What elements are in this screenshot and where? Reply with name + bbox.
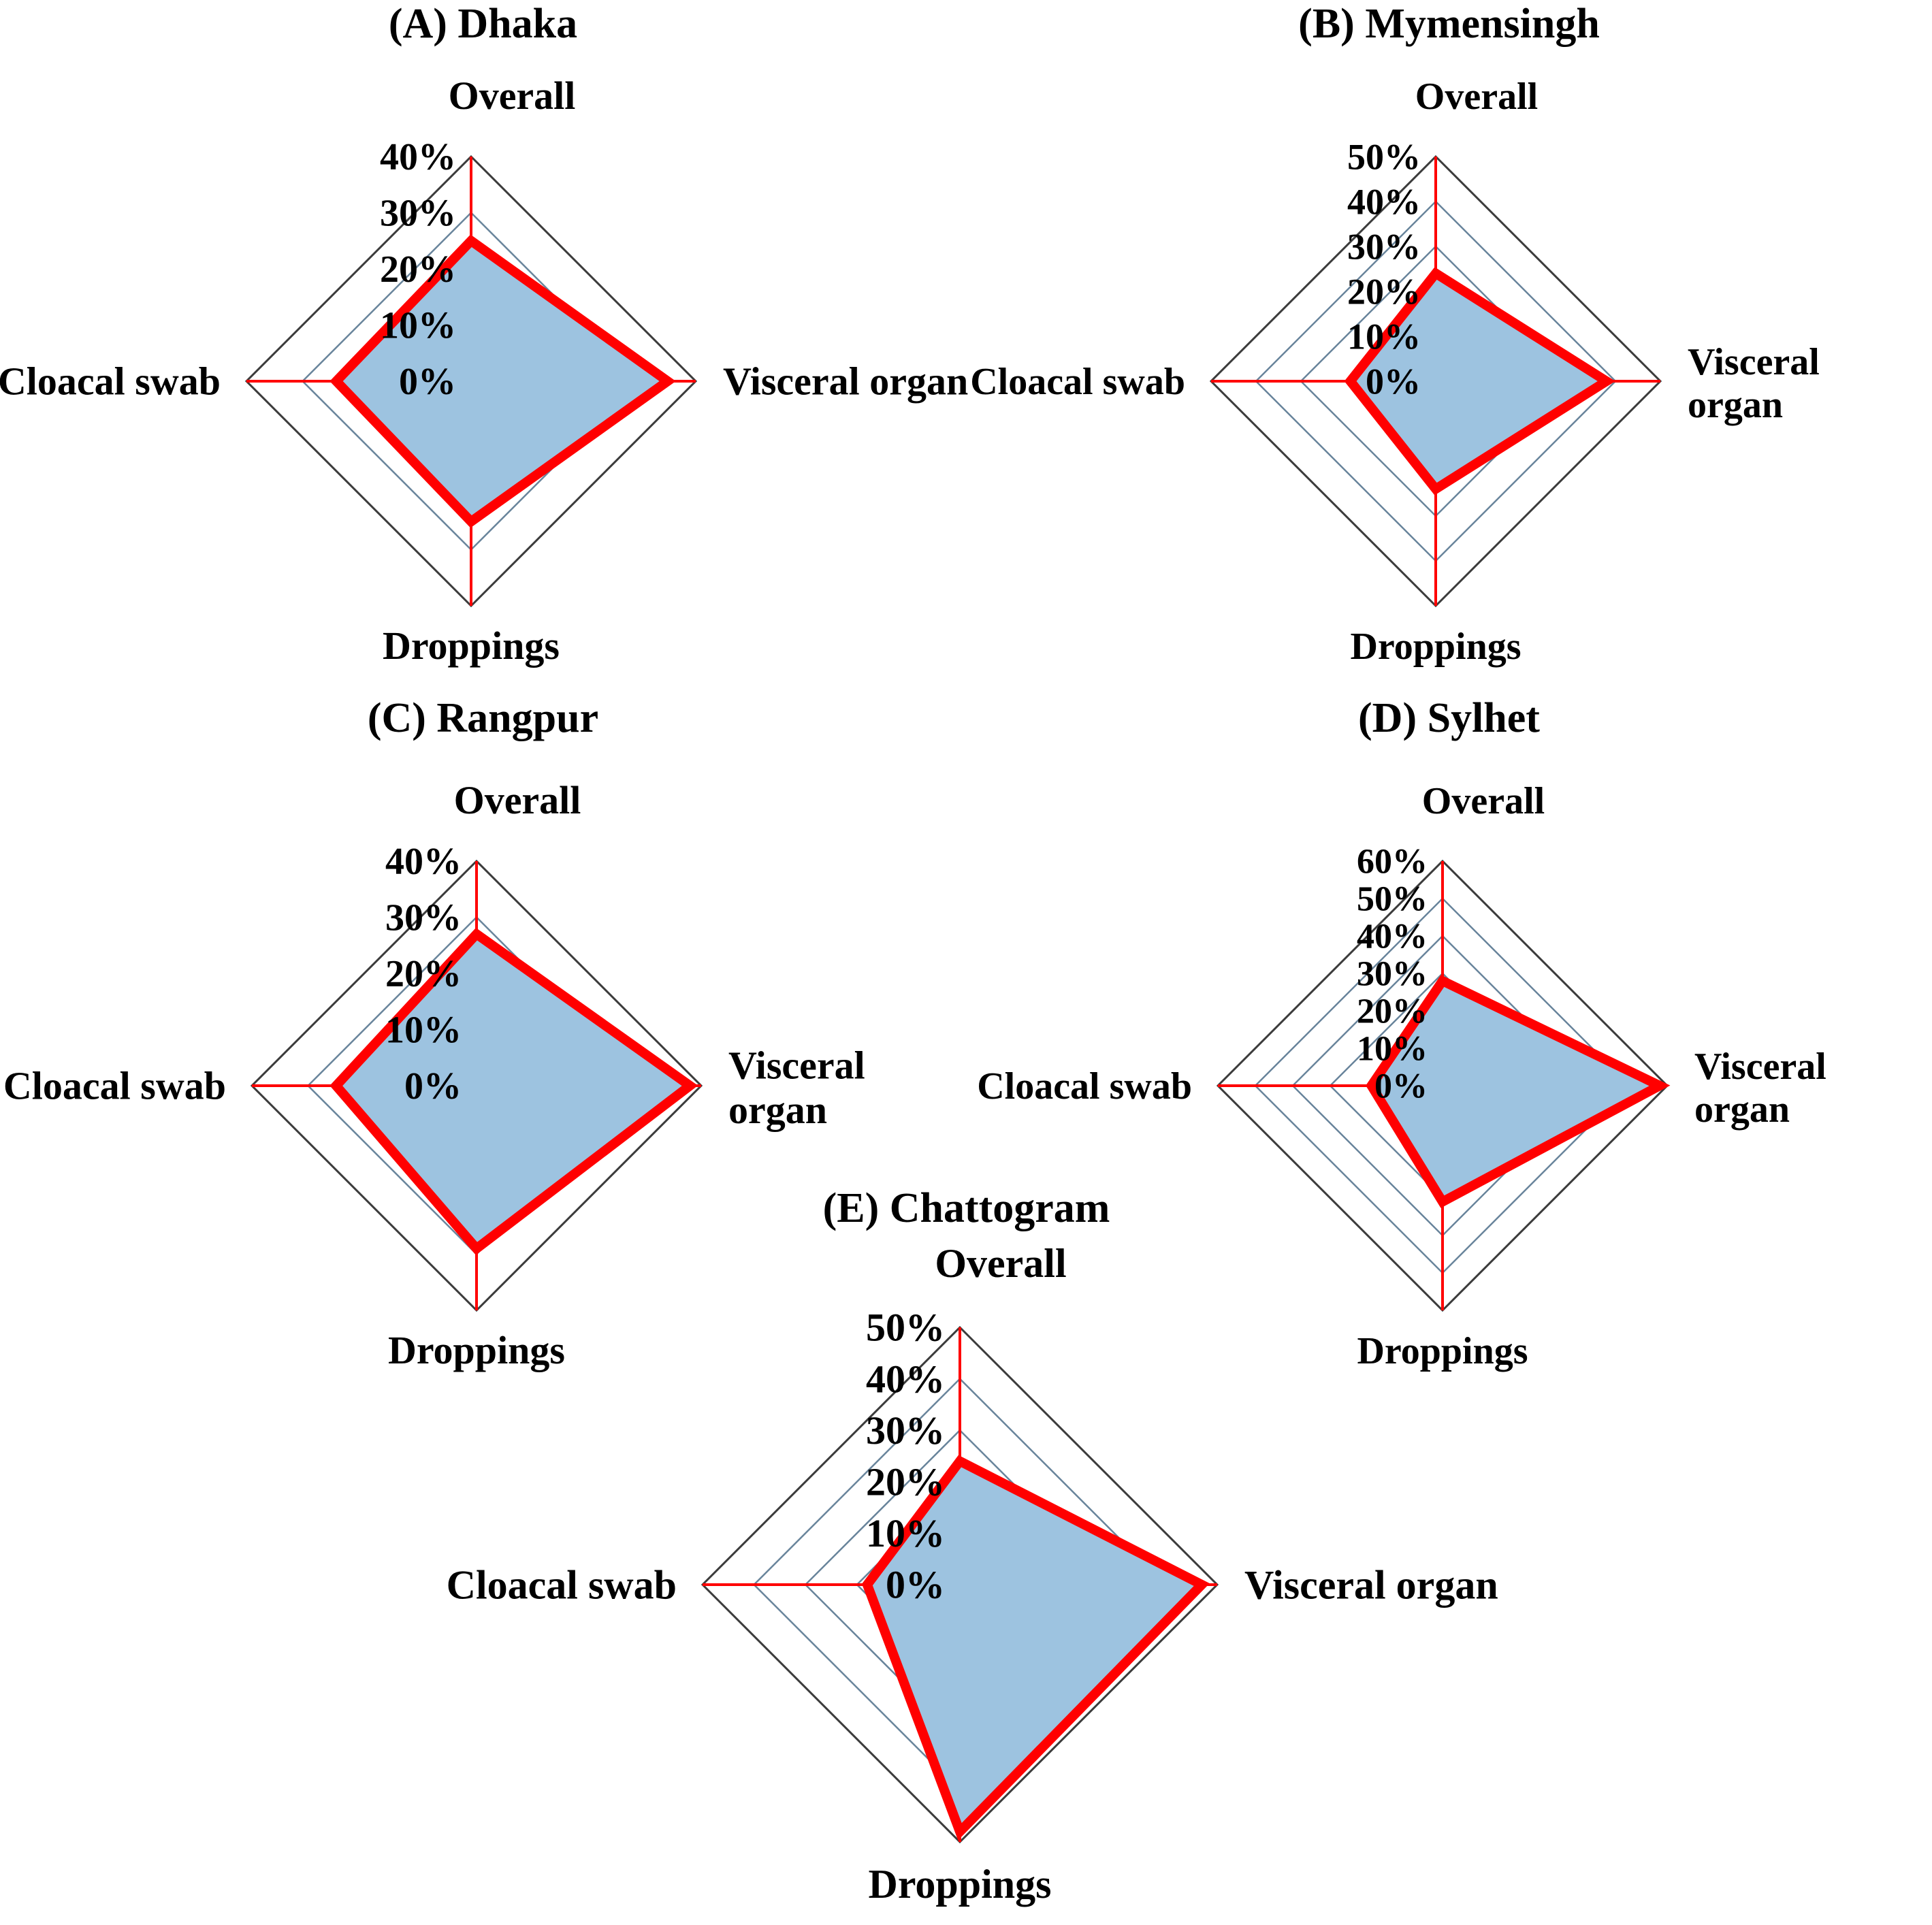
series-outline (1344, 267, 1615, 496)
panel-e-title: (E) Chattogram (822, 1185, 1110, 1231)
tick-label-0pct: 0% (404, 1065, 462, 1107)
axis-label-cloacal-swab: Cloacal swab (970, 361, 1185, 403)
series-area (1350, 273, 1607, 489)
axis-label-droppings: Droppings (1357, 1330, 1528, 1372)
tick-label-30pct: 30% (1347, 226, 1421, 267)
tick-label-50pct: 50% (1347, 136, 1421, 177)
axis-label-overall: Overall (449, 74, 576, 118)
tick-label-40pct: 40% (866, 1357, 945, 1401)
tick-label-20pct: 20% (385, 953, 462, 995)
tick-label-10pct: 10% (1357, 1030, 1428, 1069)
tick-label-40pct: 40% (380, 136, 456, 178)
tick-label-0pct: 0% (1374, 1067, 1428, 1106)
tick-label-0pct: 0% (886, 1563, 945, 1607)
panel-a-title: (A) Dhaka (388, 1, 578, 47)
tick-label-40pct: 40% (385, 841, 462, 883)
tick-label-30pct: 30% (385, 897, 462, 939)
axis-label-cloacal-swab: Cloacal swab (0, 359, 221, 404)
tick-label-50pct: 50% (866, 1306, 945, 1350)
panel-c-title: (C) Rangpur (367, 695, 599, 741)
tick-label-60pct: 60% (1357, 843, 1428, 881)
axis-label-cloacal-swab: Cloacal swab (3, 1064, 226, 1108)
axis-label-overall: Overall (1422, 780, 1545, 822)
tick-label-40pct: 40% (1357, 918, 1428, 956)
series-area (1371, 981, 1660, 1202)
tick-label-20pct: 20% (1357, 992, 1428, 1031)
tick-label-10pct: 10% (385, 1009, 462, 1052)
axis-label-visceral-organ-line1: Visceral (1694, 1046, 1826, 1088)
axis-label-visceral-organ-line2: organ (1694, 1088, 1790, 1131)
series-outline (329, 234, 676, 528)
axis-label-visceral-organ: Visceral organ (1244, 1562, 1498, 1607)
tick-label-0pct: 0% (399, 361, 456, 403)
tick-label-40pct: 40% (1347, 181, 1421, 222)
series-area (336, 934, 690, 1249)
panel-b-title: (B) Mymensingh (1298, 1, 1600, 47)
series-outline (862, 1455, 1210, 1841)
series-area (867, 1461, 1202, 1832)
axis-label-visceral-organ-line1: Visceral (1688, 341, 1820, 383)
axis-label-cloacal-swab: Cloacal swab (447, 1562, 677, 1607)
axis-label-overall: Overall (454, 778, 581, 822)
axis-label-overall: Overall (935, 1241, 1066, 1286)
axis-label-visceral-organ-line2: organ (728, 1088, 827, 1132)
tick-label-30pct: 30% (866, 1408, 945, 1453)
axis-label-visceral-organ-line2: organ (1688, 384, 1783, 426)
axis-label-droppings: Droppings (868, 1862, 1051, 1907)
tick-label-10pct: 10% (866, 1511, 945, 1555)
axis-label-cloacal-swab: Cloacal swab (977, 1065, 1192, 1107)
series-outline (1366, 975, 1671, 1208)
tick-label-20pct: 20% (866, 1460, 945, 1504)
tick-label-20pct: 20% (380, 248, 456, 291)
axis-label-droppings: Droppings (383, 624, 560, 668)
axis-label-droppings: Droppings (1350, 626, 1521, 668)
tick-label-10pct: 10% (380, 305, 456, 347)
panel-d-title: (D) Sylhet (1358, 695, 1540, 741)
axis-label-droppings: Droppings (388, 1328, 565, 1372)
axis-label-visceral-organ: Visceral organ (723, 359, 968, 404)
tick-label-50pct: 50% (1357, 880, 1428, 919)
tick-label-30pct: 30% (1357, 955, 1428, 994)
axis-label-overall: Overall (1415, 76, 1538, 118)
tick-label-0pct: 0% (1366, 361, 1421, 402)
series-area (336, 240, 668, 522)
tick-label-10pct: 10% (1347, 316, 1421, 357)
tick-label-30pct: 30% (380, 193, 456, 235)
tick-label-20pct: 20% (1347, 271, 1421, 312)
axis-label-visceral-organ-line1: Visceral (728, 1044, 865, 1088)
series-outline (329, 927, 698, 1255)
